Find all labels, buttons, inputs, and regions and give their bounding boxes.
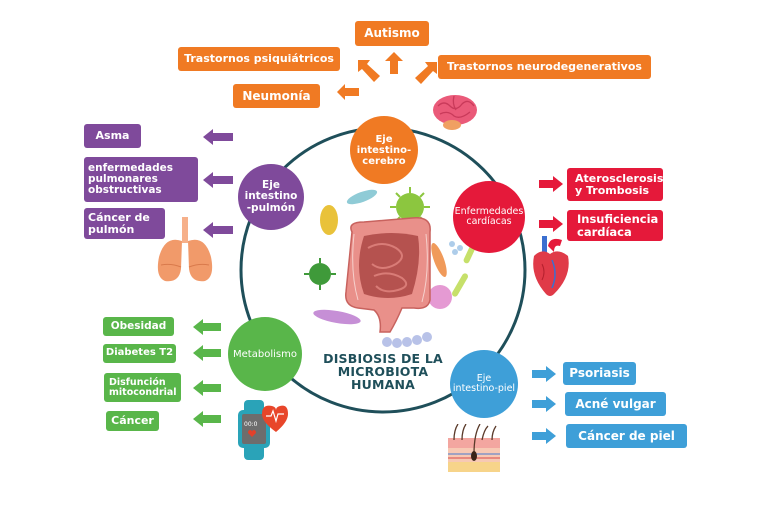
outcome-neurodegenerativos-label: Trastornos neurodegenerativos: [447, 60, 642, 74]
node-heart-line-2: cardíacas: [466, 216, 512, 227]
node-lung-line-2: intestino: [244, 190, 298, 203]
outcome-neumonia-label: Neumonía: [242, 88, 311, 103]
outcome-disfuncion-line-2: mitocondrial: [109, 386, 177, 398]
brain-icon: [433, 95, 477, 130]
outcome-autismo-label: Autismo: [364, 26, 420, 41]
outcome-epoc-line-1: enfermedades: [88, 161, 174, 174]
microbe-rod-lime: [452, 273, 468, 297]
arrow-right-icon: [539, 216, 563, 232]
outcome-autismo[interactable]: Autismo: [355, 21, 429, 46]
arrow-left-icon: [193, 411, 221, 427]
heart-organ-icon: [533, 236, 569, 296]
microbe-virus-green-left: [304, 258, 336, 290]
outcome-insuficiencia-cardiaca[interactable]: Insuficiencia cardíaca: [567, 210, 663, 241]
node-gut-skin-axis[interactable]: Eje intestino-piel: [450, 350, 518, 418]
outcome-psoriasis[interactable]: Psoriasis: [563, 362, 636, 385]
skin-layer-icon: [448, 424, 500, 472]
title-line-1: DISBIOSIS DE LA: [323, 351, 443, 366]
microbe-rod-orange: [431, 242, 447, 278]
node-cardiac-diseases[interactable]: Enfermedades cardíacas: [453, 181, 525, 253]
microbe-flagellate-blue: [346, 189, 378, 205]
node-lung-line-3: -pulmón: [246, 201, 296, 214]
outcome-acne-vulgar[interactable]: Acné vulgar: [565, 392, 666, 416]
outcome-obesidad[interactable]: Obesidad: [103, 317, 174, 336]
microbe-bacillus-yellow: [320, 205, 338, 235]
outcome-acne-label: Acné vulgar: [575, 396, 656, 411]
outcome-cancer-de-piel[interactable]: Cáncer de piel: [566, 424, 687, 448]
node-metabolism[interactable]: Metabolismo: [228, 317, 302, 391]
node-skin-line-2: intestino-piel: [452, 383, 516, 394]
arrow-right-icon: [532, 366, 556, 382]
watch-display: 00:0: [244, 421, 258, 428]
outcome-neumonia[interactable]: Neumonía: [233, 84, 320, 108]
outcome-trastornos-psiquiatricos[interactable]: Trastornos psiquiátricos: [178, 47, 340, 71]
outcome-diabetes-t2[interactable]: Diabetes T2: [103, 344, 176, 363]
outcome-aterosclerosis-trombosis[interactable]: Aterosclerosis y Trombosis: [567, 168, 663, 201]
outcome-obesidad-label: Obesidad: [110, 319, 167, 332]
outcome-cancer-pulmon-line-1: Cáncer de: [88, 210, 150, 224]
outcome-ateros-line-2: y Trombosis: [575, 183, 650, 197]
node-skin-line-1: Eje: [476, 372, 492, 384]
intestine-icon: [345, 217, 431, 333]
microbe-rod-purple: [313, 309, 361, 325]
microbe-pink: [428, 285, 452, 309]
arrow-up-right-icon: [415, 62, 437, 84]
arrow-left-icon: [337, 84, 359, 100]
outcome-insuf-line-1: Insuficiencia: [577, 212, 659, 227]
outcome-psoriasis-label: Psoriasis: [569, 366, 630, 381]
outcome-cancer-metabolico-label: Cáncer: [111, 414, 154, 428]
outcome-enfermedades-pulmonares-obstructivas[interactable]: enfermedades pulmonares obstructivas: [84, 157, 198, 202]
arrow-left-icon: [203, 129, 233, 145]
smartwatch-heart-icon: 00:0: [238, 400, 288, 460]
node-brain-line-3: cerebro: [362, 155, 406, 167]
outcome-cancer-piel-label: Cáncer de piel: [578, 428, 675, 443]
arrow-right-icon: [532, 428, 556, 444]
arrow-right-icon: [532, 396, 556, 412]
outcome-trastornos-neurodegenerativos[interactable]: Trastornos neurodegenerativos: [438, 55, 651, 79]
microbe-cocci-cluster: [449, 241, 463, 255]
intestine-microbiota-illustration: [304, 187, 477, 348]
outcome-asma[interactable]: Asma: [84, 124, 141, 148]
arrow-up-left-icon: [358, 60, 380, 82]
arrow-left-icon: [203, 222, 233, 238]
node-brain-line-1: Eje: [375, 133, 393, 145]
arrow-up-icon: [385, 52, 403, 74]
arrow-left-icon: [193, 319, 221, 335]
outcome-psiquiatricos-label: Trastornos psiquiátricos: [184, 52, 334, 66]
outcome-cancer-metabolico[interactable]: Cáncer: [106, 411, 159, 431]
diagram-title: DISBIOSIS DE LA MICROBIOTA HUMANA: [316, 351, 450, 393]
outcome-asma-label: Asma: [95, 129, 130, 143]
outcome-insuf-line-2: cardíaca: [577, 224, 632, 239]
outcome-ateros-line-1: Aterosclerosis: [575, 171, 664, 185]
node-heart-line-1: Enfermedades: [454, 205, 524, 217]
node-lung-line-1: Eje: [262, 178, 280, 191]
arrow-left-icon: [193, 380, 221, 396]
microbe-cocci-chain: [382, 332, 432, 348]
outcome-disfuncion-line-1: Disfunción: [109, 376, 166, 388]
outcome-diabetes-label: Diabetes T2: [105, 347, 174, 359]
lungs-icon: [157, 217, 213, 282]
outcome-disfuncion-mitocondrial[interactable]: Disfunción mitocondrial: [104, 373, 181, 402]
node-gut-lung-axis[interactable]: Eje intestino -pulmón: [238, 164, 304, 230]
outcome-epoc-line-2: pulmonares: [88, 172, 158, 185]
node-gut-brain-axis[interactable]: Eje intestino- cerebro: [350, 116, 418, 184]
arrow-left-icon: [203, 172, 233, 188]
arrow-right-icon: [539, 176, 563, 192]
node-brain-line-2: intestino-: [356, 144, 412, 156]
node-metabolism-label: Metabolismo: [233, 348, 297, 360]
outcome-cancer-pulmon-line-2: pulmón: [88, 222, 135, 236]
outcome-cancer-de-pulmon[interactable]: Cáncer de pulmón: [84, 208, 165, 239]
outcome-epoc-line-3: obstructivas: [88, 184, 162, 196]
title-line-2: MICROBIOTA: [337, 364, 429, 380]
title-line-3: HUMANA: [350, 377, 416, 393]
arrow-left-icon: [193, 345, 221, 361]
